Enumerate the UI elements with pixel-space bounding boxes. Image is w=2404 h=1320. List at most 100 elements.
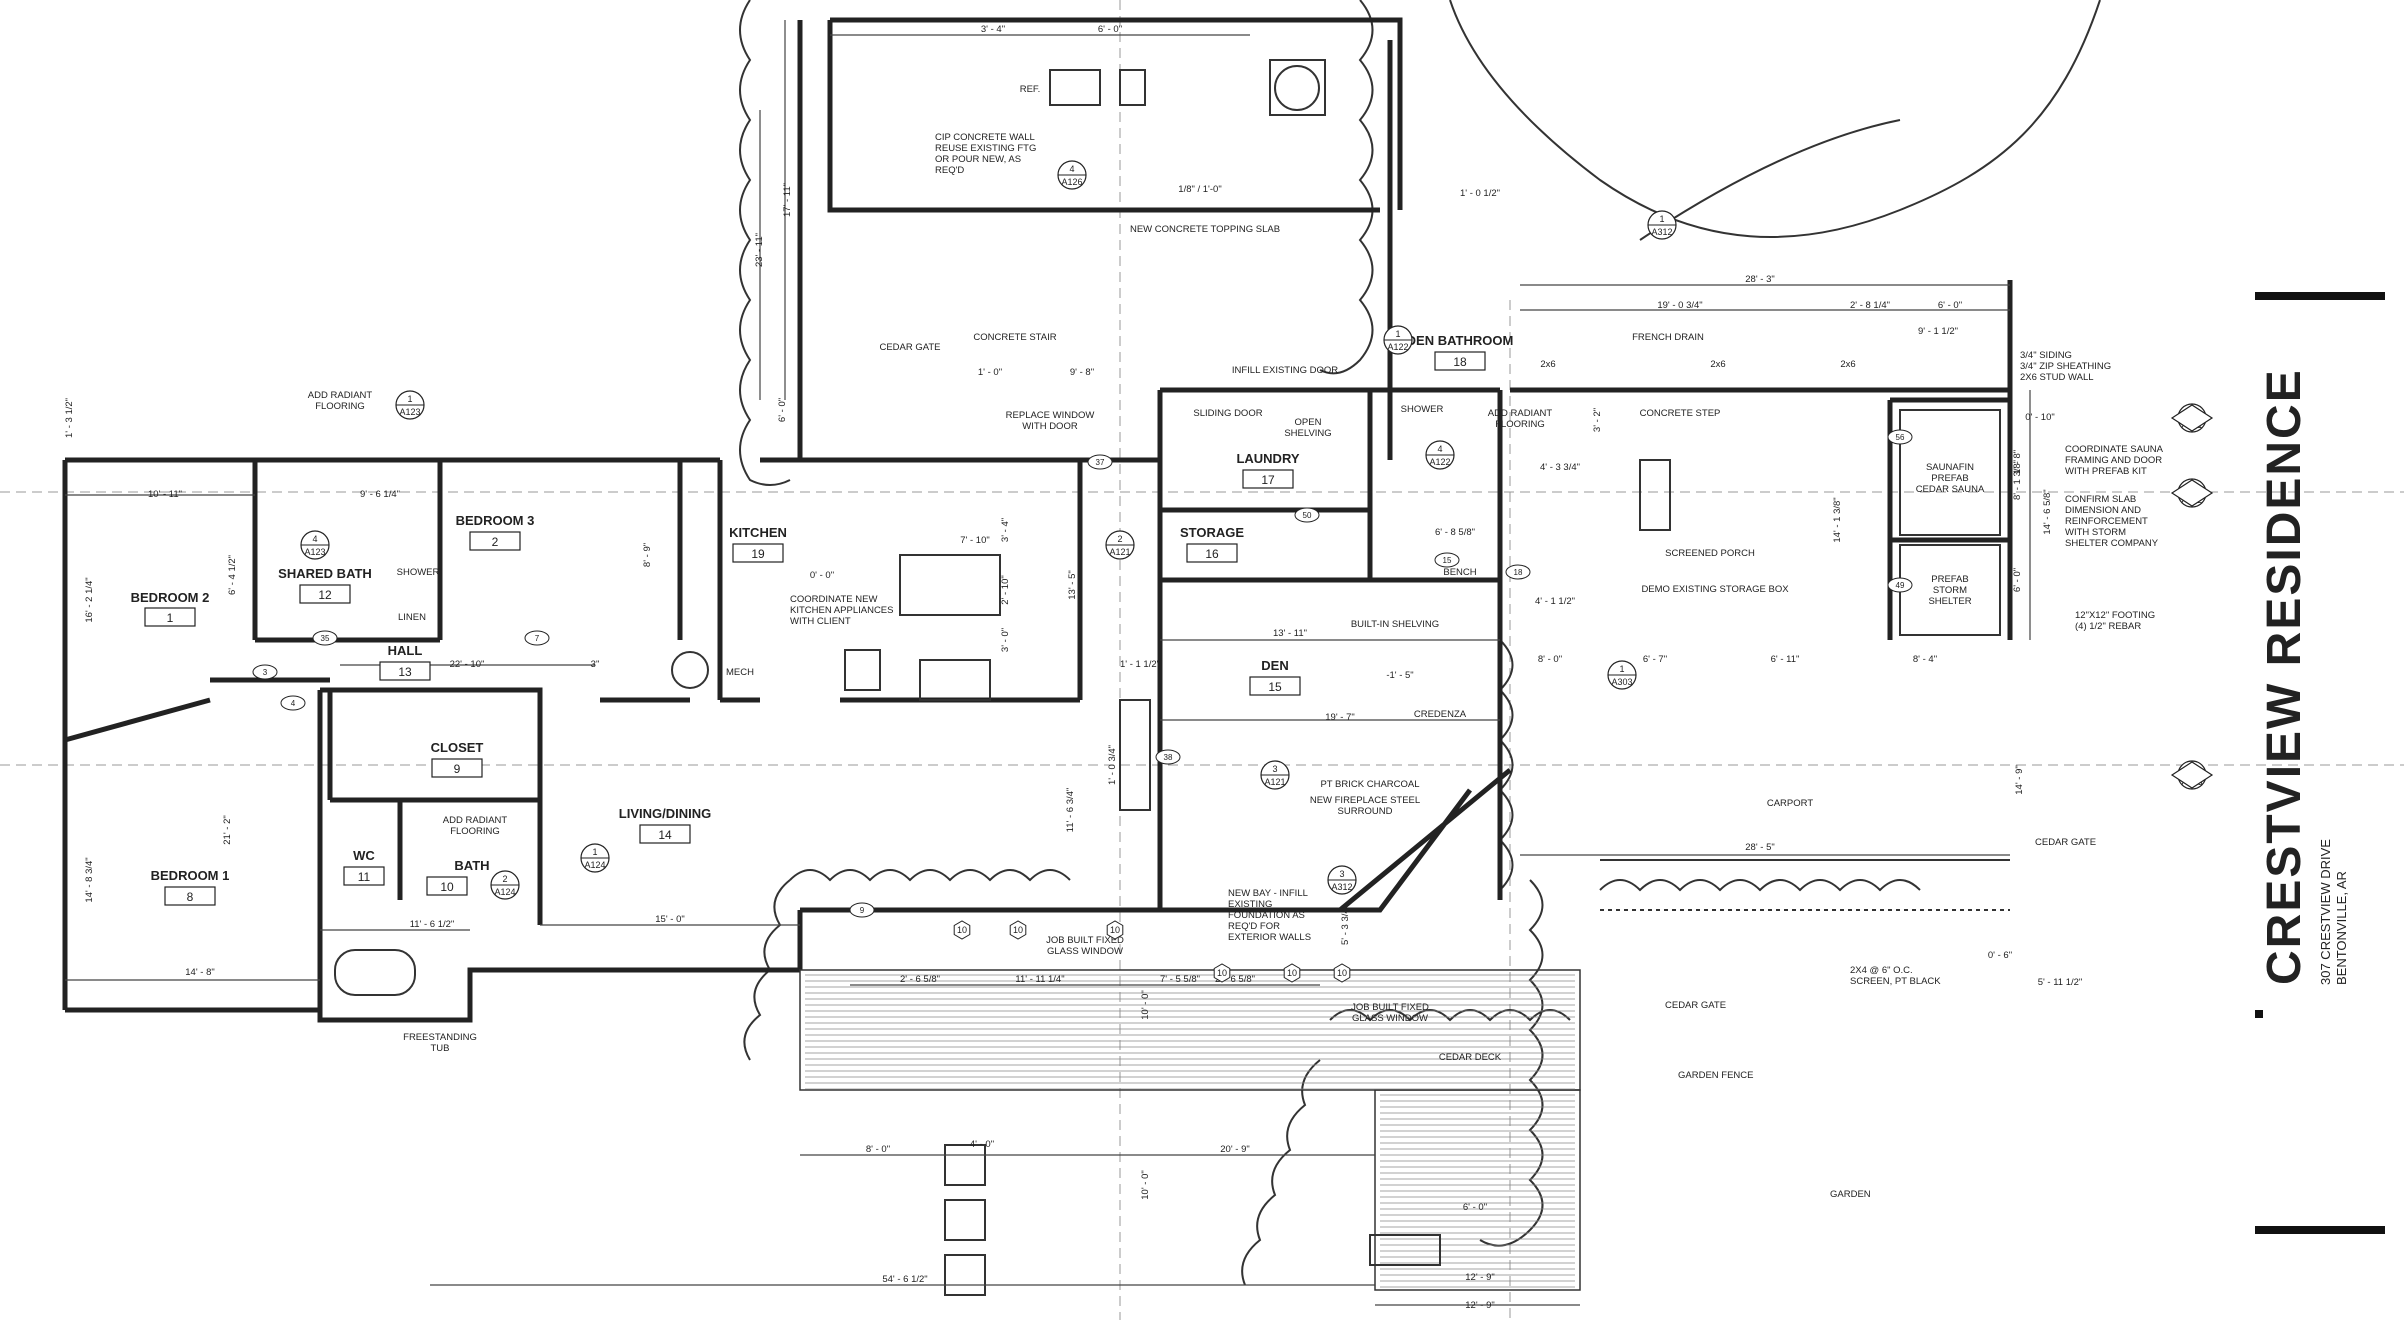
dim-d-2x6a: 2x6 (1540, 359, 1555, 370)
dim-d-0-6: 0' - 6" (1988, 950, 2012, 961)
dim-d-21-2: 21' - 2" (222, 815, 233, 844)
dim-d-0-0: 0' - 0" (810, 570, 834, 581)
dim-d-8-0b: 8' - 0" (866, 1144, 890, 1155)
project-address-line2: BENTONVILLE, AR (2334, 871, 2349, 985)
dim-d-2-8-quarter: 2' - 8 1/4" (1850, 300, 1890, 311)
dim-d-6-0e: 6' - 0" (1463, 1202, 1487, 1213)
note-pt-brick: PT BRICK CHARCOAL (1320, 779, 1419, 790)
dim-d-14-8: 14' - 8" (185, 967, 214, 978)
note-built-in-shelving: BUILT-IN SHELVING (1351, 619, 1439, 630)
svg-text:9: 9 (860, 906, 865, 915)
svg-text:10: 10 (1110, 925, 1120, 935)
bubble-ref: A124 (584, 860, 605, 870)
door-tag: 18 (1505, 564, 1531, 580)
room-kitchen: KITCHEN 19 (729, 525, 787, 563)
walls (62, 17, 2013, 1023)
bubble-ref: A121 (1109, 547, 1130, 557)
project-address-line1: 307 CRESTVIEW DRIVE (2318, 839, 2333, 985)
dim-d-1-0-3q: 1' - 0 3/4" (1107, 745, 1118, 785)
bubble-number: 1 (1619, 664, 1624, 674)
room-name: BEDROOM 3 (456, 513, 535, 528)
bubble-ref: A123 (304, 547, 325, 557)
room-den-bathroom: DEN BATHROOM 18 (1407, 333, 1514, 371)
dim-d-8-0: 8' - 0" (1538, 654, 1562, 665)
window-tag: 10 (953, 920, 971, 940)
dim-d-10-11: 10' - 11" (148, 489, 182, 500)
dim-d-3b: 3" (591, 659, 600, 670)
dim-d-2x6c: 2x6 (1840, 359, 1855, 370)
note-garden: GARDEN (1830, 1189, 1871, 1200)
bubble-ref: A312 (1331, 882, 1352, 892)
room-number: 2 (492, 535, 499, 549)
dim-d-4-1-half: 4' - 1 1/2" (1535, 596, 1575, 607)
dim-d-3-2: 3' - 2" (1592, 408, 1603, 432)
note-demo-storage: DEMO EXISTING STORAGE BOX (1641, 584, 1789, 595)
dim-d-3-4b: 3' - 4" (1000, 518, 1011, 542)
svg-text:4: 4 (291, 699, 296, 708)
dim-d-14-9: 14' - 9" (2014, 765, 2025, 794)
fixtures (334, 59, 2001, 996)
dim-d-12-9b: 12' - 9" (1465, 1300, 1494, 1311)
section-bubbles: 1A1234A1261A3121A1224A1232A1213A1211A124… (300, 160, 2207, 900)
dim-d-1-8: 1' - 8" (2012, 450, 2023, 474)
landscape-shrubs (739, 0, 1921, 1286)
dim-d-4-0: 4' - 0" (970, 1139, 994, 1150)
dim-d-1-0-half: 1' - 0 1/2" (1460, 188, 1500, 199)
room-den: DEN 15 (1249, 658, 1301, 696)
room-name: DEN BATHROOM (1407, 333, 1514, 348)
room-name: WC (353, 848, 375, 863)
dim-d-1-0a: 1' - 0" (978, 367, 1002, 378)
door-tag: 37 (1087, 454, 1113, 470)
note-ref: REF. (1020, 84, 1041, 95)
dim-d-9-8: 9' - 8" (1070, 367, 1094, 378)
contour-line (1449, 0, 2101, 239)
note-infill-door: INFILL EXISTING DOOR (1232, 365, 1338, 376)
dim-d-8-1-3q: 8' - 1 3/8" (2012, 460, 2023, 500)
room-name: LIVING/DINING (619, 806, 711, 821)
dim-d-9-1-half: 9' - 1 1/2" (1918, 326, 1958, 337)
svg-text:15: 15 (1443, 556, 1452, 565)
svg-text:10: 10 (1287, 968, 1297, 978)
dim-d-6-0b: 6' - 0" (777, 398, 788, 422)
svg-text:3: 3 (263, 668, 268, 677)
door-tag: 15 (1434, 552, 1460, 568)
room-number: 12 (318, 588, 332, 602)
svg-text:56: 56 (1896, 433, 1905, 442)
dim-d-2-10: 2' - 10" (1000, 575, 1011, 604)
note-garden-fence: GARDEN FENCE (1678, 1070, 1753, 1081)
svg-text:7: 7 (535, 634, 540, 643)
window-tag: 10 (1213, 963, 1231, 983)
dim-d-6-8-5q: 6' - 8 5/8" (1435, 527, 1475, 538)
bubble-number: 1 (592, 847, 597, 857)
room-storage: STORAGE 16 (1180, 525, 1244, 563)
room-wc: WC 11 (343, 848, 385, 886)
bubble-number: 4 (1069, 164, 1074, 174)
room-name: STORAGE (1180, 525, 1244, 540)
room-bedroom2: BEDROOM 2 1 (131, 590, 209, 627)
svg-text:38: 38 (1164, 753, 1173, 762)
door-tag: 50 (1294, 507, 1320, 523)
dim-d-19-0-3q: 19' - 0 3/4" (1657, 300, 1702, 311)
room-number: 11 (358, 870, 371, 884)
dim-d-1-5: -1' - 5" (1386, 670, 1413, 681)
bubble-ref: A121 (1264, 777, 1285, 787)
